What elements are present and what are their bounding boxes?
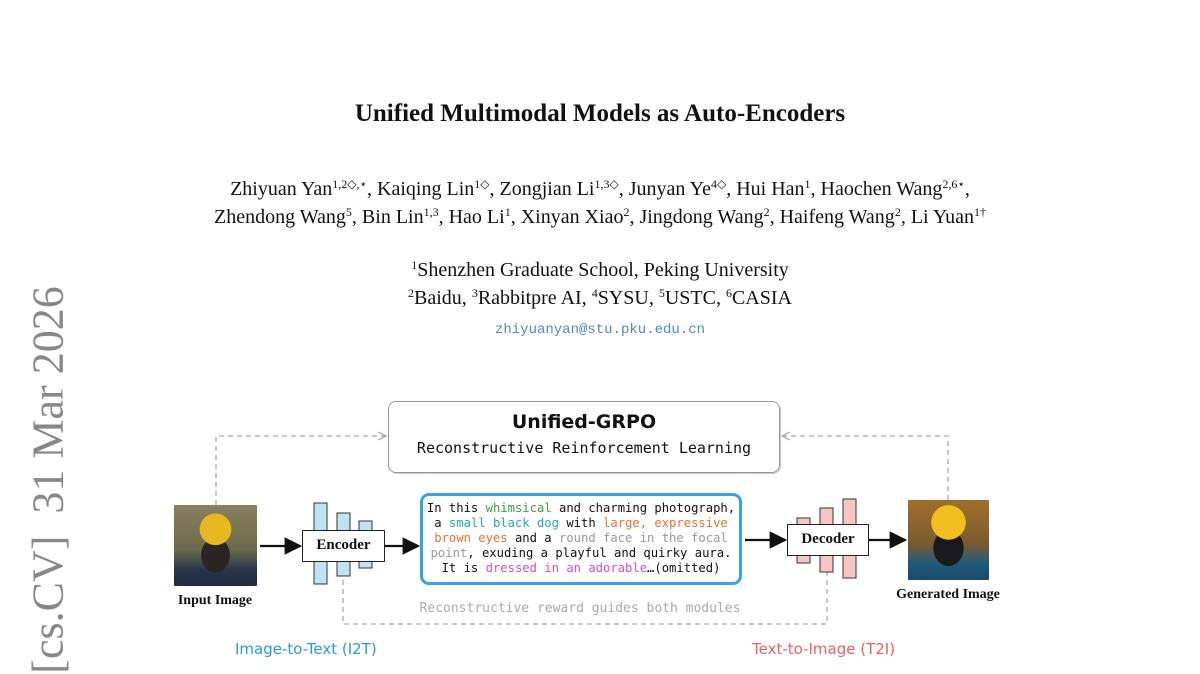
caption-segment: , exuding a playful and quirky aura. (467, 546, 732, 560)
caption-segment: brown eyes (434, 531, 508, 545)
decoder-box: Decoder (787, 524, 869, 556)
generated-image (908, 500, 989, 580)
author-name: Jingdong Wang (639, 206, 764, 228)
author-name: Haifeng Wang (779, 206, 895, 228)
caption-segment: …(omitted) (647, 561, 721, 575)
author-name: Li Yuan (910, 206, 974, 228)
paper-title: Unified Multimodal Models as Auto-Encode… (354, 100, 846, 127)
encoder-box: Encoder (302, 530, 385, 562)
reward-label: Reconstructive reward guides both module… (419, 601, 741, 616)
author-name: Zhendong Wang (214, 206, 346, 228)
affiliation-name: USTC, (664, 287, 726, 309)
caption-segment: and charming photograph, (551, 501, 736, 515)
affiliation-name: SYSU, (597, 287, 659, 309)
author-name: Xinyan Xiao (520, 206, 624, 228)
input-image (174, 505, 257, 586)
author-affiliation-marker: 1,3◇ (594, 177, 619, 191)
author-name: Bin Lin (361, 206, 424, 228)
affiliations-line-2: 2Baidu, 3Rabbitpre AI, 4SYSU, 5USTC, 6CA… (0, 287, 1200, 310)
affiliation-name: CASIA (731, 287, 792, 309)
affiliation-number: 5 (658, 286, 665, 300)
caption-segment: It is (441, 561, 486, 575)
affiliation-name: Baidu, (414, 287, 472, 309)
caption-segment: and a (507, 531, 559, 545)
author-affiliation-marker: 1† (973, 205, 986, 219)
reward-line (342, 570, 828, 625)
caption-segment: a (434, 516, 449, 530)
author-affiliation-marker: 5 (345, 205, 352, 219)
affiliation-number: 1 (411, 258, 418, 272)
author-name: Zhiyuan Yan (230, 178, 333, 200)
author-name: Hui Han (736, 178, 805, 200)
affiliation-number: 4 (591, 286, 598, 300)
author-affiliation-marker: 2 (894, 205, 901, 219)
authors-line-2: Zhendong Wang5, Bin Lin1,3, Hao Li1, Xin… (214, 205, 986, 228)
caption-segment: small black dog (448, 516, 559, 530)
affiliation-number: 3 (471, 286, 478, 300)
generated-image-caption: Generated Image (896, 587, 1000, 602)
contact-email[interactable]: zhiyuanyan@stu.pku.edu.cn (494, 322, 706, 338)
authors-line-1: Zhiyuan Yan1,2◇,⋆, Kaiqing Lin1◇, Zongji… (230, 177, 970, 200)
feedback-line-right (782, 436, 949, 500)
author-affiliation-marker: 1,3 (423, 205, 439, 219)
affiliation-number: 2 (408, 286, 415, 300)
affiliation-name: Shenzhen Graduate School, Peking Univers… (417, 259, 789, 281)
caption-segment: large, expressive (603, 516, 728, 530)
t2i-label: Text-to-Image (T2I) (752, 640, 896, 658)
affiliation-name: Rabbitpre AI, (477, 287, 592, 309)
affiliation-number: 6 (725, 286, 732, 300)
author-name: Hao Li (448, 206, 505, 228)
unified-grpo-box: Unified-GRPO Reconstructive Reinforcemen… (388, 401, 780, 473)
caption-segment: point (430, 546, 468, 560)
author-name: Kaiqing Lin (377, 178, 475, 200)
author-affiliation-marker: 2,6⋆ (942, 177, 965, 191)
affiliations-line-1: 1Shenzhen Graduate School, Peking Univer… (0, 259, 1200, 282)
input-image-caption: Input Image (177, 593, 253, 608)
author-affiliation-marker: 2 (763, 205, 770, 219)
caption-segment: whimsical (485, 501, 552, 515)
author-affiliation-marker: 1◇ (474, 177, 490, 191)
author-name: Zongjian Li (499, 178, 595, 200)
author-affiliation-marker: 2 (623, 205, 630, 219)
caption-segment: In this (426, 501, 486, 515)
feedback-line-left (215, 436, 386, 505)
author-affiliation-marker: 1 (804, 177, 811, 191)
grpo-title: Unified-GRPO (511, 411, 657, 433)
author-name: Junyan Ye (628, 178, 711, 200)
grpo-subtitle: Reconstructive Reinforcement Learning (416, 439, 752, 457)
i2t-label: Image-to-Text (I2T) (235, 640, 377, 658)
author-name: Haochen Wang (820, 178, 943, 200)
caption-segment: round face in the focal (558, 531, 728, 545)
caption-textbox: In this whimsical and charming photograp… (420, 493, 742, 585)
caption-segment: dressed in an adorable (485, 561, 648, 575)
caption-segment: with (558, 516, 604, 530)
author-affiliation-marker: 1 (504, 205, 511, 219)
author-affiliation-marker: 4◇ (710, 177, 727, 191)
author-affiliation-marker: 1,2◇,⋆ (332, 177, 368, 191)
